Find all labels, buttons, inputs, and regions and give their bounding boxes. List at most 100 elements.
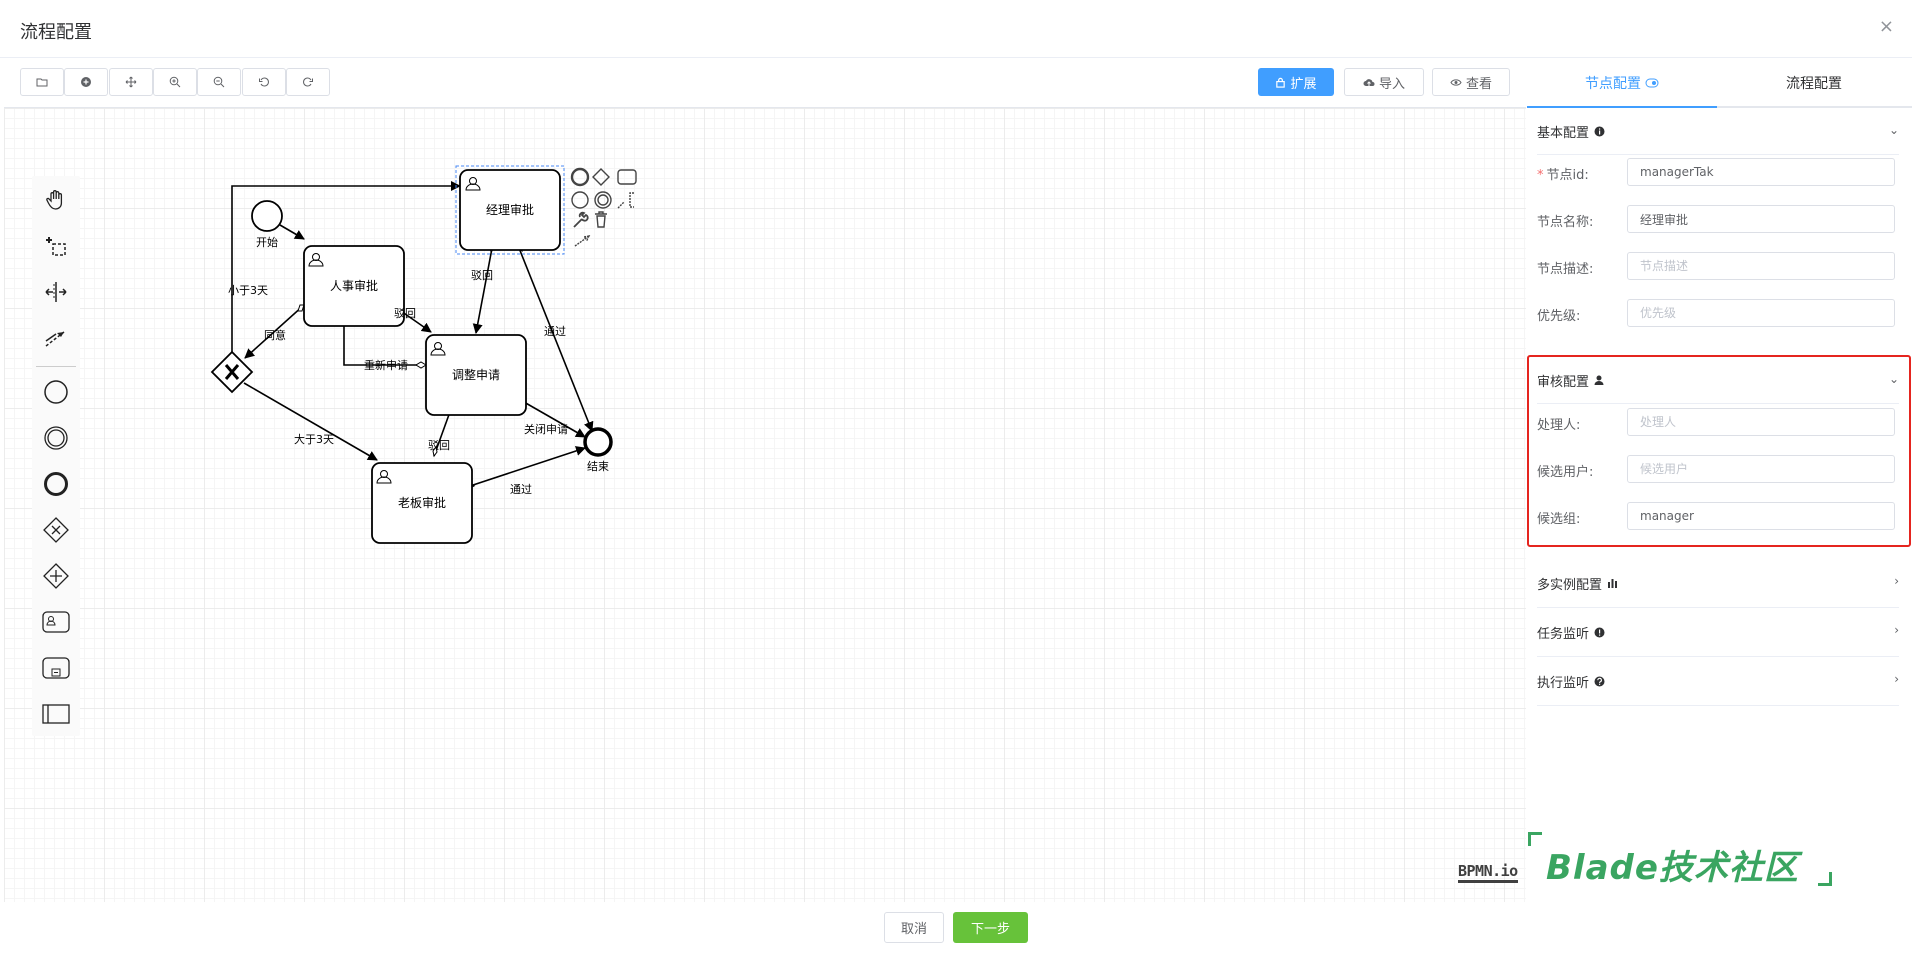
tab-process-config[interactable]: 流程配置 bbox=[1719, 58, 1909, 108]
create-exclusive-gateway[interactable] bbox=[40, 514, 72, 546]
section-exec-listener-header[interactable]: 执行监听 › bbox=[1537, 657, 1899, 706]
exclusive-gateway[interactable] bbox=[210, 350, 254, 394]
label-end: 结束 bbox=[587, 460, 609, 473]
start-event-icon bbox=[44, 380, 68, 404]
redo-icon bbox=[303, 77, 313, 87]
start-event[interactable] bbox=[251, 200, 283, 232]
priority-input[interactable] bbox=[1627, 299, 1895, 327]
edge-manager-end[interactable] bbox=[516, 242, 594, 432]
node-name-input[interactable] bbox=[1627, 205, 1895, 233]
assignee-input[interactable] bbox=[1627, 408, 1895, 436]
view-button[interactable]: 查看 bbox=[1432, 68, 1510, 96]
edge-start-hr[interactable] bbox=[279, 224, 305, 240]
hand-tool[interactable] bbox=[40, 184, 72, 216]
edge-boss-end[interactable] bbox=[463, 446, 586, 489]
lock-icon bbox=[1276, 77, 1286, 88]
end-event[interactable] bbox=[583, 427, 613, 457]
task-hr-approval[interactable] bbox=[303, 245, 405, 327]
delete-icon[interactable] bbox=[595, 211, 607, 228]
node-id-label: *节点id: bbox=[1537, 168, 1589, 183]
append-task-icon[interactable] bbox=[617, 169, 637, 185]
new-diagram-button[interactable] bbox=[64, 68, 108, 96]
create-parallel-gateway[interactable] bbox=[40, 560, 72, 592]
plus-circle-icon bbox=[81, 77, 91, 87]
dialog-title: 流程配置 bbox=[20, 22, 92, 43]
append-end-event-icon[interactable] bbox=[570, 167, 590, 187]
section-multi-instance-header[interactable]: 多实例配置 › bbox=[1537, 559, 1899, 608]
candidate-users-label: 候选用户: bbox=[1537, 465, 1594, 480]
edge-label-pass-manager: 通过 bbox=[544, 325, 566, 338]
priority-label: 优先级: bbox=[1537, 309, 1581, 324]
section-task-listener-title: 任务监听 bbox=[1537, 626, 1590, 642]
edge-label-pass-boss: 通过 bbox=[510, 483, 532, 496]
diagram-canvas[interactable]: 开始 结束 人事审批 经理审批 调整申请 老板审批 小于3天 大于3天 同意 驳… bbox=[4, 108, 1526, 902]
section-basic-title: 基本配置 bbox=[1537, 126, 1590, 141]
redo-button[interactable] bbox=[286, 68, 330, 96]
cancel-button[interactable]: 取消 bbox=[884, 912, 944, 943]
edge-gateway-manager[interactable] bbox=[231, 181, 461, 359]
row-node-id: *节点id: bbox=[1537, 158, 1912, 188]
chevron-down-icon: ⌄ bbox=[1888, 123, 1899, 137]
audit-config-highlight bbox=[1527, 355, 1911, 547]
bpmn-io-logo[interactable]: BPMN.io bbox=[1458, 862, 1518, 883]
append-text-annotation-icon[interactable] bbox=[617, 192, 634, 209]
import-label: 导入 bbox=[1378, 76, 1405, 92]
tab-process-config-label: 流程配置 bbox=[1786, 76, 1842, 92]
append-gateway-icon[interactable] bbox=[592, 168, 610, 186]
append-intermediate-event-icon[interactable] bbox=[571, 191, 589, 209]
candidate-users-input[interactable] bbox=[1627, 455, 1895, 483]
section-task-listener-header[interactable]: 任务监听 › bbox=[1537, 608, 1899, 657]
dialog-header: 流程配置 × bbox=[0, 0, 1912, 58]
undo-button[interactable] bbox=[242, 68, 286, 96]
bpmn-designer: 扩展 导入 查看 bbox=[4, 58, 1526, 902]
create-end-event[interactable] bbox=[40, 468, 72, 500]
section-basic-header[interactable]: 基本配置 ⌄ bbox=[1537, 109, 1899, 155]
task-manager-approval[interactable] bbox=[455, 165, 565, 255]
next-step-button[interactable]: 下一步 bbox=[953, 912, 1028, 943]
designer-toolbar: 扩展 导入 查看 bbox=[4, 58, 1526, 108]
open-file-button[interactable] bbox=[20, 68, 64, 96]
tab-node-config[interactable]: 节点配置 bbox=[1527, 58, 1717, 108]
task-boss-approval[interactable] bbox=[371, 462, 473, 544]
candidate-group-input[interactable] bbox=[1627, 502, 1895, 530]
create-pool[interactable] bbox=[40, 698, 72, 730]
edge-hr-gateway[interactable] bbox=[244, 304, 305, 359]
create-intermediate-event[interactable] bbox=[40, 422, 72, 454]
connect-icon[interactable] bbox=[574, 235, 591, 247]
node-desc-input[interactable] bbox=[1627, 252, 1895, 280]
create-start-event[interactable] bbox=[40, 376, 72, 408]
palette-separator bbox=[36, 366, 76, 367]
fit-view-button[interactable] bbox=[109, 68, 153, 96]
extend-button[interactable]: 扩展 bbox=[1258, 68, 1334, 96]
end-event-icon bbox=[44, 472, 68, 496]
zoom-out-button[interactable] bbox=[197, 68, 241, 96]
close-icon[interactable]: × bbox=[1878, 16, 1894, 37]
create-subprocess[interactable] bbox=[40, 652, 72, 684]
selection-outline bbox=[455, 165, 565, 255]
connect-icon bbox=[45, 331, 65, 347]
edge-label-reject-boss: 驳回 bbox=[428, 439, 450, 452]
node-id-input[interactable] bbox=[1627, 158, 1895, 186]
section-audit-header[interactable]: 审核配置 ⌄ bbox=[1537, 358, 1899, 404]
import-button[interactable]: 导入 bbox=[1344, 68, 1424, 96]
user-icon bbox=[430, 342, 446, 356]
bar-chart-icon bbox=[1608, 579, 1618, 588]
task-adjust-request[interactable] bbox=[425, 334, 527, 416]
eye-icon bbox=[1450, 78, 1462, 86]
zoom-in-button[interactable] bbox=[153, 68, 197, 96]
chevron-right-icon: › bbox=[1894, 672, 1899, 686]
lasso-tool[interactable] bbox=[40, 230, 72, 262]
user-icon bbox=[465, 177, 481, 191]
global-connect-tool[interactable] bbox=[40, 322, 72, 354]
user-task-icon bbox=[42, 611, 70, 633]
wrench-icon[interactable] bbox=[573, 211, 589, 228]
move-icon bbox=[125, 76, 137, 88]
create-user-task[interactable] bbox=[40, 606, 72, 638]
space-tool[interactable] bbox=[40, 276, 72, 308]
edge-gateway-boss[interactable] bbox=[243, 382, 378, 461]
subprocess-icon bbox=[42, 657, 70, 679]
append-intermediate-catch-icon[interactable] bbox=[594, 191, 612, 209]
edge-manager-adjust[interactable] bbox=[472, 242, 494, 334]
row-priority: 优先级: bbox=[1537, 299, 1912, 329]
intermediate-event-icon bbox=[44, 426, 68, 450]
